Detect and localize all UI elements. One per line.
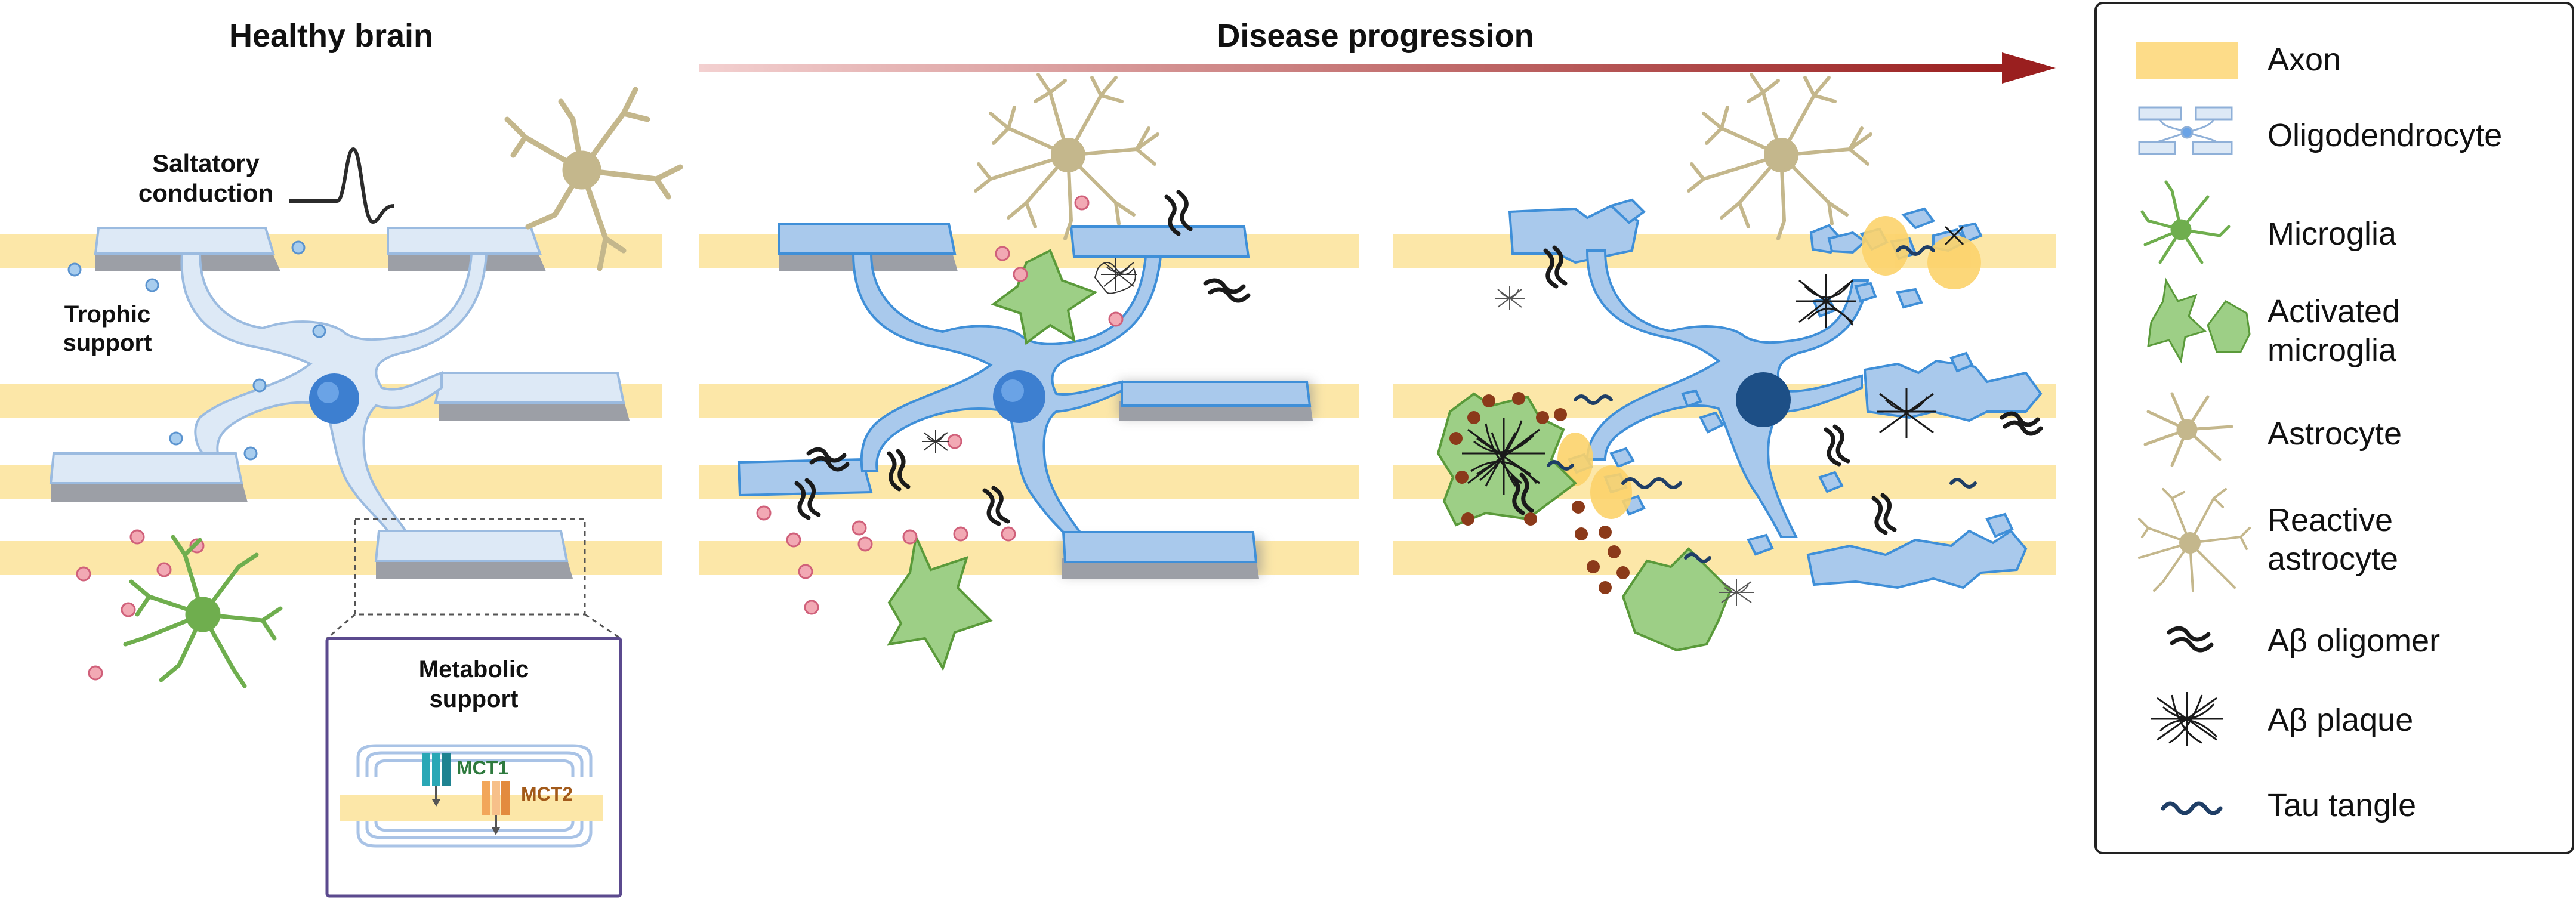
late-disease-panel <box>1393 73 2056 652</box>
legend-astrocyte-icon <box>2143 392 2233 467</box>
mct2-label: MCT2 <box>521 783 573 805</box>
mct1-label: MCT1 <box>456 757 508 779</box>
legend-oligodendrocyte-icon <box>2138 106 2233 155</box>
abeta-oligomers-early <box>794 190 1251 526</box>
legend-activated-microglia-label-2: microglia <box>2268 332 2397 368</box>
legend-microglia-icon <box>2140 180 2231 264</box>
tau-tangles-late <box>1547 245 1977 563</box>
legend-astrocyte-label: Astrocyte <box>2268 416 2402 452</box>
mct2-transporter-icon <box>482 781 510 835</box>
nucleus-late <box>1736 372 1791 427</box>
legend-abeta-plaque-icon <box>2151 692 2223 746</box>
legend-tau-tangle-icon <box>2161 801 2223 815</box>
abeta-oligomers-late <box>1510 245 2043 535</box>
action-potential-icon <box>289 147 394 224</box>
legend-reactive-astrocyte-label-1: Reactive <box>2268 502 2393 538</box>
legend-abeta-plaque-label: Aβ plaque <box>2268 702 2413 738</box>
astrocyte-icon <box>504 87 683 271</box>
inset-title-2: support <box>430 686 519 712</box>
saltatory-label-2: conduction <box>138 179 273 207</box>
brown-particles <box>1449 392 1630 594</box>
legend-reactive-astrocyte-label-2: astrocyte <box>2268 541 2398 577</box>
trophic-vesicles <box>67 240 326 461</box>
legend-axon-label: Axon <box>2268 42 2341 78</box>
legend-frame <box>2094 2 2574 854</box>
disease-progression-title: Disease progression <box>1217 18 1534 54</box>
abeta-plaques-late <box>1462 225 1964 495</box>
legend-reactive-astrocyte-icon <box>2138 488 2251 592</box>
abeta-plaques-small-late <box>1495 286 1754 606</box>
healthy-panel: Saltatory conduction Trophic support <box>0 87 683 898</box>
early-disease-panel <box>699 73 1359 671</box>
legend-microglia-label: Microglia <box>2268 216 2397 252</box>
legend-axon-icon <box>2136 42 2238 79</box>
legend-abeta-oligomer-icon <box>2167 626 2214 653</box>
healthy-brain-title: Healthy brain <box>229 18 433 54</box>
reactive-astrocyte-early <box>974 73 1159 240</box>
legend-tau-tangle-label: Tau tangle <box>2268 787 2416 823</box>
activated-microglia-late <box>1436 392 1732 652</box>
activated-microglia-early-1 <box>991 249 1098 345</box>
extracellular-particles <box>76 529 205 681</box>
legend-activated-microglia-icon <box>2147 277 2251 364</box>
progression-arrow <box>699 52 2056 84</box>
legend: Axon Oligodendrocyte Microglia Activated… <box>2094 2 2574 854</box>
inset-title-1: Metabolic <box>419 656 529 682</box>
legend-activated-microglia-label-1: Activated <box>2268 294 2400 329</box>
mct1-transporter-icon <box>422 753 451 807</box>
microglia-icon <box>123 535 283 688</box>
myelin-shadows <box>51 251 630 579</box>
trophic-label-2: support <box>63 330 152 356</box>
legend-abeta-oligomer-label: Aβ oligomer <box>2268 623 2440 659</box>
saltatory-label-1: Saltatory <box>152 149 260 177</box>
zoom-region <box>354 518 586 616</box>
abeta-plaque-small-early <box>922 258 1137 453</box>
metabolic-support-inset: Metabolic support MCT1 <box>325 637 622 898</box>
reactive-astrocyte-late <box>1687 73 1872 240</box>
trophic-label-1: Trophic <box>64 301 150 328</box>
legend-oligodendrocyte-label: Oligodendrocyte <box>2268 118 2502 153</box>
